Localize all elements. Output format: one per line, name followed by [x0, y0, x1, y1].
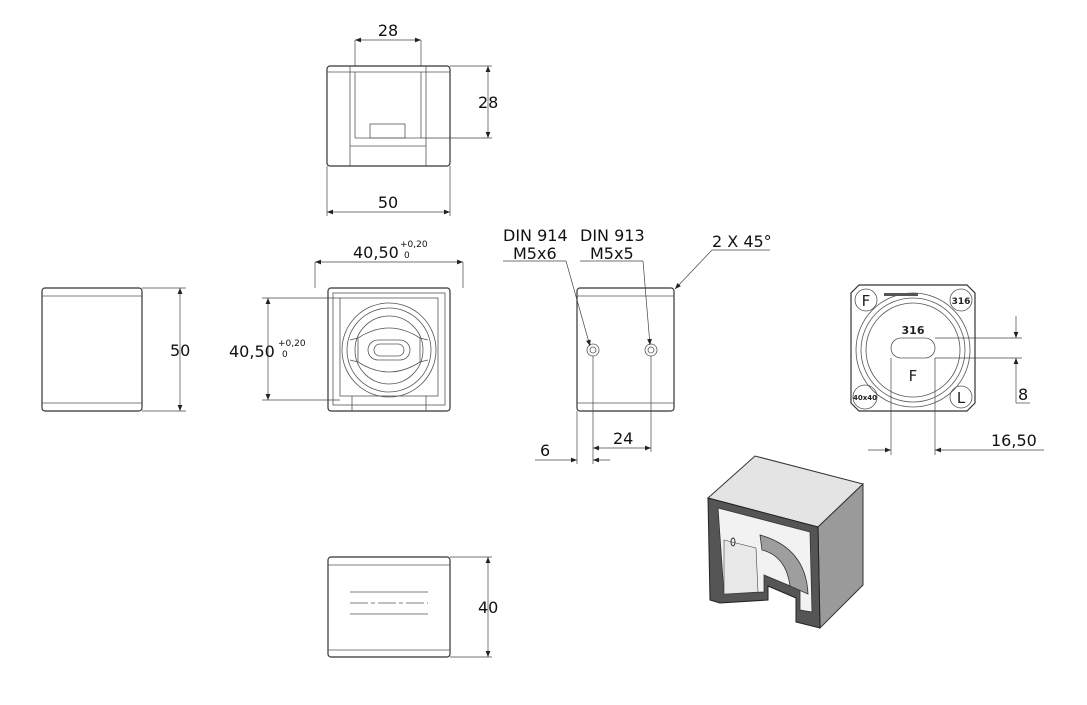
dim-offset-6: 6	[540, 441, 550, 460]
front-view-width-tol-upper: +0,20	[400, 240, 428, 250]
left-view-height-50-label: 50	[170, 341, 190, 360]
dim-slot-height-8: 8	[1018, 385, 1028, 404]
side-view: DIN 914 M5x6 DIN 913 M5x5 2 X 45° 6 24	[503, 226, 772, 464]
mark-f-top: F	[862, 292, 871, 310]
screw-2-size: M5x5	[590, 244, 634, 263]
dim-slot-width-16-50: 16,50	[991, 431, 1037, 450]
screw-1-size: M5x6	[513, 244, 557, 263]
bottom-view-height-40-label: 40	[478, 598, 498, 617]
mark-316-top: 316	[952, 297, 971, 307]
front-view-height-tol-lower: 0	[282, 350, 288, 360]
mark-f-center: F	[909, 367, 918, 385]
screw-2-standard: DIN 913	[580, 226, 645, 245]
dim-spacing-24: 24	[613, 429, 633, 448]
mark-l: L	[957, 389, 966, 407]
front-view-height-tol-upper: +0,20	[278, 339, 306, 349]
top-view-width-50-label: 50	[378, 193, 398, 212]
isometric-view	[706, 455, 864, 630]
chamfer-callout: 2 X 45°	[712, 232, 772, 251]
front-view-width-tol-lower: 0	[404, 251, 410, 261]
front-view-width-label: 40,50	[353, 243, 399, 262]
top-view-width-28-label: 28	[378, 21, 398, 40]
bottom-view: 40	[327, 556, 498, 658]
mark-40x40: 40x40	[853, 394, 877, 402]
left-view: 50	[41, 287, 190, 412]
mark-316-center: 316	[902, 324, 925, 337]
marking-view: F 316 316 F 40x40 L 8 16,50	[850, 284, 1044, 455]
front-view: 40,50 +0,20 0 40,50 +0,20 0	[229, 240, 464, 412]
front-view-height-label: 40,50	[229, 342, 275, 361]
screw-1-standard: DIN 914	[503, 226, 568, 245]
top-view: 28 28 50	[326, 21, 498, 216]
top-view-height-28-label: 28	[478, 93, 498, 112]
